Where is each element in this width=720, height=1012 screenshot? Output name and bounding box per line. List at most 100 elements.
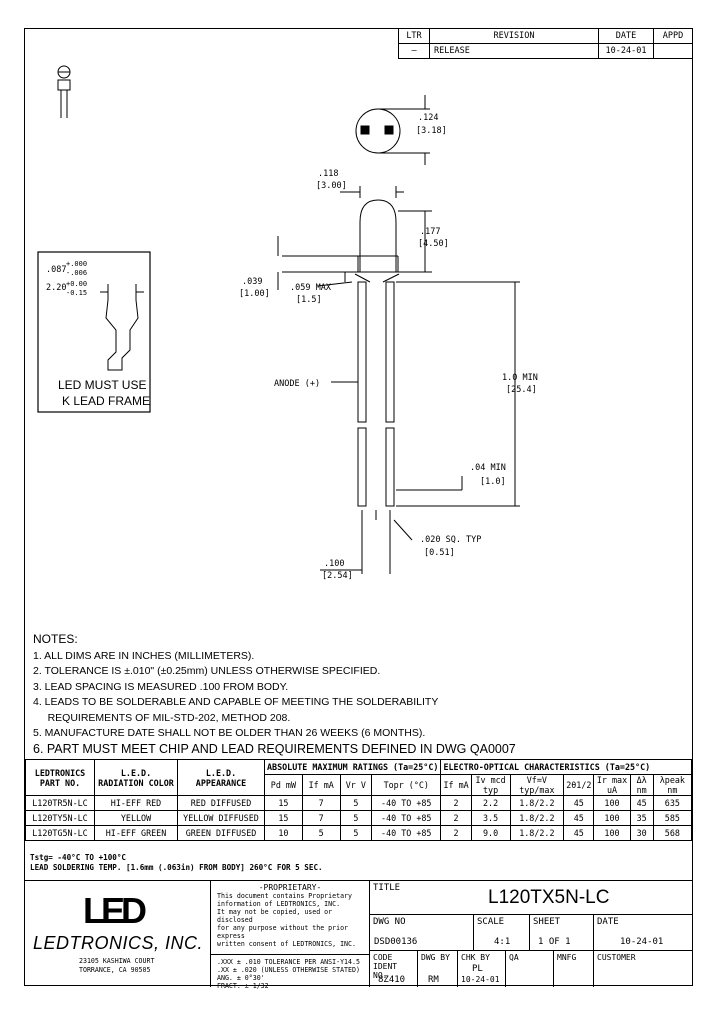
cell: 1.8/2.2 [509,795,565,811]
notes-section: NOTES: 1. ALL DIMS ARE IN INCHES (MILLIM… [33,632,683,757]
notes-heading: NOTES: [33,632,78,646]
drawing-sheet-border [24,28,693,986]
dwg-by-label: DWG BY [421,953,450,962]
group-absolute-max: ABSOLUTE MAXIMUM RATINGS (Ta=25°C) [263,759,442,775]
cell: 2 [440,810,472,826]
led-leads [320,273,520,574]
anode-label: ANODE (+) [274,379,320,389]
spec-table: LEDTRONICS PART NO. L.E.D. RADIATION COL… [25,759,693,841]
dim-04-label: .04 MIN [470,463,506,473]
cell: 45 [563,825,595,841]
detail-tol-mm-minus: -0.15 [66,289,87,297]
cell: L120TG5N-LC [25,825,95,841]
sub-header: Topr (°C) [371,774,442,796]
title-value: L120TX5N-LC [488,887,610,908]
cell: 2 [440,795,472,811]
sub-header: 2θ1/2 [563,774,595,796]
dim-039-label: .039 [242,277,262,287]
code-ident-label: CODE IDENT NO. [373,953,398,980]
address-line1: 23105 KASHIWA COURT [79,957,155,965]
mechanical-drawing: .124 [3.18] .118 [3.00] .177 [4.50] .039… [37,65,538,581]
cell: 5 [339,795,373,811]
dwg-no-label: DWG NO [373,917,406,927]
tolerance-line: .XXX ± .010 TOLERANCE PER ANSI-Y14.5 [217,958,360,966]
cell: 100 [593,810,631,826]
dim-118-label: .118 [318,169,338,179]
group-electro-optical: ELECTRO-OPTICAL CHARACTERISTICS (Ta=25°C… [440,759,692,775]
detail-tol-inch-plus: +.000 [66,260,87,268]
date-value: 10-24-01 [620,937,664,947]
dim-020-mm-label: [0.51] [424,548,455,558]
title-grid: TITLE L120TX5N-LC DWG NO DSD00136 SCALE … [370,881,692,987]
detail-tol-mm: 2.20 [46,283,66,293]
tolerance-line: FRACT. ± 1/32 [217,982,269,990]
sub-header: Iv mcd typ [470,774,511,796]
dim-100-label: .100 [324,559,344,569]
cell: L120TY5N-LC [25,810,95,826]
proprietary-title: -PROPRIETARY- [258,883,322,892]
title-block: LED LEDTRONICS, INC. 23105 KASHIWA COURT… [25,880,692,990]
table-row: L120TG5N-LC HI-EFF GREEN GREEN DIFFUSED … [25,825,693,841]
dim-124-mm-label: [3.18] [416,126,447,136]
cell: 1.8/2.2 [509,810,565,826]
sub-header: Vr V [339,774,373,796]
led-top-view [355,95,430,165]
cell: 30 [629,825,654,841]
sheet-cell: SHEET 1 OF 1 [530,915,594,951]
tolerance-line: ANG. ± 0°30' [217,974,265,982]
cell: 10 [264,825,303,841]
code-ident-value: 8Z410 [378,975,406,985]
sheet-value: 1 OF 1 [538,937,571,947]
cell: 3.5 [470,810,511,826]
cell: 100 [593,795,631,811]
cell: 5 [339,810,373,826]
cell: 5 [301,825,341,841]
dwg-no-value: DSD00136 [374,937,418,947]
cell: 45 [563,795,595,811]
cell: YELLOW [94,810,178,826]
detail-tol-inch-minus: -.006 [66,269,87,277]
dwg-no-cell: DWG NO DSD00136 [370,915,474,951]
date-cell: DATE 10-24-01 [594,915,692,951]
chk-by-cell: CHK BY PL 10-24-01 [458,951,506,987]
dwg-by-cell: DWG BY RM [418,951,458,987]
tolerance-line: .XX ± .020 (UNLESS OTHERWISE STATED) [217,966,360,974]
mnfg-label: MNFG [557,953,577,962]
title-cell: TITLE L120TX5N-LC [370,881,692,915]
table-row: L120TR5N-LC HI-EFF RED RED DIFFUSED 15 7… [25,795,693,811]
address-line2: TORRANCE, CA 90505 [79,966,151,974]
note-1: 1. ALL DIMS ARE IN INCHES (MILLIMETERS). [33,649,255,662]
soldering-temp: LEAD SOLDERING TEMP. [1.6mm (.063in) FRO… [30,863,323,872]
proprietary-line: It may not be copied, used or disclosed [217,908,333,924]
table-row: L120TY5N-LC YELLOW YELLOW DIFFUSED 15 7 … [25,810,693,826]
rev-appd [653,43,693,59]
cell: 9.0 [470,825,511,841]
cell: 7 [301,810,341,826]
cell: 2.2 [470,795,511,811]
cell: 635 [652,795,693,811]
led-thumbnail-icon [57,65,71,118]
title-label: TITLE [373,883,401,893]
col-radiation-color: L.E.D. RADIATION COLOR [94,759,178,796]
sub-header: If mA [301,774,341,796]
dim-124-label: .124 [418,113,438,123]
cell: YELLOW DIFFUSED [177,810,265,826]
revision-table: LTR REVISION DATE APPD — RELEASE 10-24-0… [398,28,693,59]
dim-lead-length-mm-label: [25.4] [506,385,537,395]
cell: 45 [563,810,595,826]
cell: HI-EFF GREEN [94,825,178,841]
scale-value: 4:1 [494,937,511,947]
note-6: 6. PART MUST MEET CHIP AND LEAD REQUIREM… [33,741,516,756]
rev-revision: RELEASE [429,43,599,59]
cell: 100 [593,825,631,841]
proprietary-notice: -PROPRIETARY- This document contains Pro… [211,881,370,990]
proprietary-line: for any purpose without the prior expres… [217,924,349,940]
cell: GREEN DIFFUSED [177,825,265,841]
cell: 2 [440,825,472,841]
sub-header: λpeak nm [652,774,693,796]
dim-118-mm-label: [3.00] [316,181,347,191]
dim-059-label: .059 MAX [290,283,332,293]
dim-lead-length-label: 1.0 MIN [502,373,538,383]
cell: RED DIFFUSED [177,795,265,811]
cell: L120TR5N-LC [25,795,95,811]
